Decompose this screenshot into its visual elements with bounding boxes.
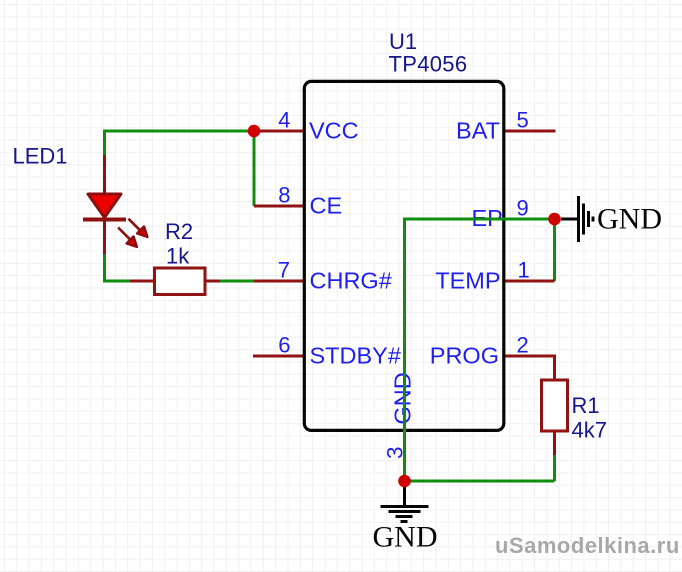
svg-text:VCC: VCC (309, 118, 359, 144)
svg-text:BAT: BAT (456, 118, 500, 144)
svg-text:6: 6 (278, 333, 290, 358)
svg-text:U1: U1 (389, 29, 417, 54)
svg-text:4k7: 4k7 (572, 418, 607, 443)
svg-text:5: 5 (517, 108, 529, 133)
svg-text:GND: GND (373, 521, 438, 554)
svg-text:2: 2 (517, 333, 529, 358)
svg-text:PROG: PROG (430, 343, 499, 369)
svg-text:TEMP: TEMP (435, 268, 500, 294)
svg-text:STDBY#: STDBY# (310, 343, 401, 369)
svg-text:R2: R2 (165, 219, 193, 244)
svg-text:R1: R1 (572, 393, 600, 418)
svg-text:GND: GND (390, 372, 416, 424)
svg-text:7: 7 (278, 258, 290, 283)
svg-text:1k: 1k (166, 244, 190, 269)
svg-text:LED1: LED1 (13, 144, 68, 169)
svg-text:CE: CE (310, 193, 343, 219)
svg-text:3: 3 (383, 446, 408, 459)
svg-text:GND: GND (597, 203, 662, 236)
svg-text:CHRG#: CHRG# (310, 268, 392, 294)
svg-text:8: 8 (278, 183, 290, 208)
svg-text:uSamodelkina.ru: uSamodelkina.ru (495, 533, 680, 558)
svg-text:1: 1 (518, 258, 530, 283)
svg-text:9: 9 (517, 196, 529, 221)
svg-text:TP4056: TP4056 (389, 52, 468, 77)
svg-text:4: 4 (278, 108, 290, 133)
